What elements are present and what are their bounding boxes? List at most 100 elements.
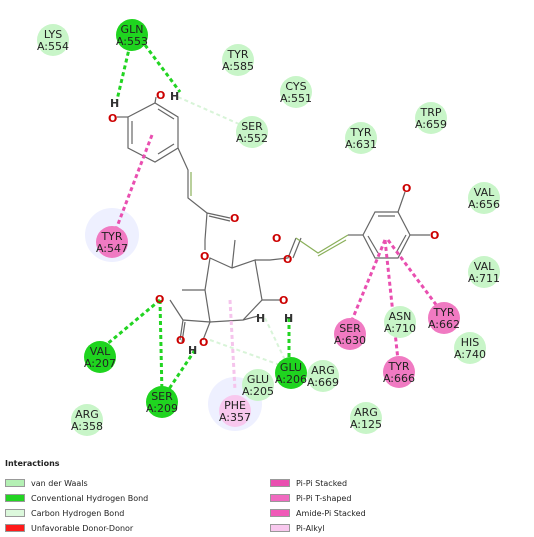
right-alkene bbox=[295, 234, 349, 254]
legend-label: Unfavorable Donor-Donor bbox=[31, 523, 134, 533]
atom-o-4: O bbox=[200, 250, 209, 263]
chbond-glu206-a bbox=[209, 339, 281, 366]
legend-item: Carbon Hydrogen Bond bbox=[5, 508, 124, 518]
residue-disc-val207 bbox=[84, 341, 116, 373]
hbond-val207 bbox=[99, 298, 161, 352]
legend-label: Pi-Alkyl bbox=[296, 523, 325, 533]
legend-item: Pi-Alkyl bbox=[270, 523, 325, 533]
residue-number: A:547 bbox=[96, 242, 128, 255]
residue-name: TRP bbox=[420, 106, 442, 119]
residue-name: TYR bbox=[432, 306, 454, 319]
legend-swatch bbox=[270, 479, 290, 487]
residue-nodes: LYSA:554GLNA:553TYRA:585CYSA:551SERA:552… bbox=[37, 19, 500, 436]
atom-h-5: H bbox=[284, 312, 293, 325]
pi-ser630 bbox=[348, 239, 387, 326]
residue-disc-tyr666 bbox=[383, 356, 415, 388]
carboxyl-double bbox=[181, 321, 186, 343]
residue-name: ARG bbox=[311, 364, 335, 377]
right-carbonyl bbox=[292, 237, 302, 259]
residue-disc-phe357 bbox=[219, 395, 251, 427]
atom-o-5: O bbox=[272, 232, 281, 245]
interaction-lines bbox=[99, 44, 442, 396]
residue-name: SER bbox=[241, 120, 263, 133]
right-ring bbox=[362, 211, 411, 259]
residue-disc-tyr631 bbox=[345, 122, 377, 154]
atom-o-6: O bbox=[283, 253, 292, 266]
right-oh-bonds bbox=[397, 191, 430, 236]
legend-swatch bbox=[5, 479, 25, 487]
left-ring bbox=[127, 102, 179, 163]
residue-disc-arg125 bbox=[350, 402, 382, 434]
legend-swatch bbox=[5, 494, 25, 502]
residue-name: SER bbox=[151, 390, 173, 403]
pi-tyr666 bbox=[383, 239, 400, 361]
legend-label: Pi-Pi Stacked bbox=[296, 478, 348, 488]
residue-number: A:209 bbox=[146, 402, 178, 415]
residue-name: VAL bbox=[474, 186, 495, 199]
legend-title: Interactions bbox=[5, 459, 60, 468]
chbond-glu206-b bbox=[264, 317, 286, 361]
residue-name: TYR bbox=[349, 126, 371, 139]
left-oh-bond-1 bbox=[154, 96, 157, 104]
legend-label: Carbon Hydrogen Bond bbox=[31, 508, 125, 518]
atom-o-10: O bbox=[279, 294, 288, 307]
residue-number: A:553 bbox=[116, 35, 148, 48]
ligand-structure bbox=[117, 96, 430, 343]
legend-item: Pi-Pi Stacked bbox=[270, 478, 347, 488]
atom-o-1: O bbox=[156, 89, 165, 102]
residue-number: A:740 bbox=[454, 348, 486, 361]
residue-name: HIS bbox=[461, 336, 480, 349]
chbond-ser552 bbox=[177, 96, 249, 129]
atom-o-8: O bbox=[176, 334, 185, 347]
residue-number: A:585 bbox=[222, 60, 254, 73]
residue-number: A:662 bbox=[428, 318, 460, 331]
residue-disc-arg358 bbox=[71, 404, 103, 436]
residue-name: LYS bbox=[44, 28, 62, 41]
core-up bbox=[231, 239, 236, 269]
residue-name: ARG bbox=[75, 408, 99, 421]
residue-disc-glu206 bbox=[275, 357, 307, 389]
atom-o-9: O bbox=[199, 336, 208, 349]
pi-tyr547 bbox=[113, 134, 154, 233]
right-ester bbox=[255, 237, 297, 261]
core-h-bond bbox=[242, 315, 259, 321]
residue-number: A:631 bbox=[345, 138, 377, 151]
residue-disc-tyr662 bbox=[428, 302, 460, 334]
residue-name: VAL bbox=[474, 260, 495, 273]
core-oh-bond bbox=[202, 321, 211, 341]
legend-swatch bbox=[270, 509, 290, 517]
residue-disc-ser209 bbox=[146, 386, 178, 418]
interaction-diagram: O H H O O O O O O O O H O H H O O LYSA:5… bbox=[37, 19, 500, 436]
residue-name: CYS bbox=[285, 80, 306, 93]
residue-disc-asn710 bbox=[384, 306, 416, 338]
left-carbonyl bbox=[208, 215, 231, 222]
residue-name: GLU bbox=[280, 361, 302, 374]
legend-label: van der Waals bbox=[31, 478, 88, 488]
residue-name: TYR bbox=[100, 230, 122, 243]
left-ester bbox=[204, 212, 231, 250]
residue-disc-val711 bbox=[468, 256, 500, 288]
residue-number: A:669 bbox=[307, 376, 339, 389]
residue-number: A:666 bbox=[383, 372, 415, 385]
residue-number: A:358 bbox=[71, 420, 103, 433]
legend-item: Amide-Pi Stacked bbox=[270, 508, 366, 518]
legend-item: Unfavorable Donor-Donor bbox=[5, 523, 133, 533]
legend-swatch bbox=[5, 524, 25, 532]
pi-tyr662 bbox=[386, 239, 442, 311]
atom-h-2: H bbox=[110, 97, 119, 110]
residue-number: A:659 bbox=[415, 118, 447, 131]
residue-disc-tyr585 bbox=[222, 44, 254, 76]
residue-name: ASN bbox=[389, 310, 412, 323]
quinic-core bbox=[204, 257, 263, 323]
